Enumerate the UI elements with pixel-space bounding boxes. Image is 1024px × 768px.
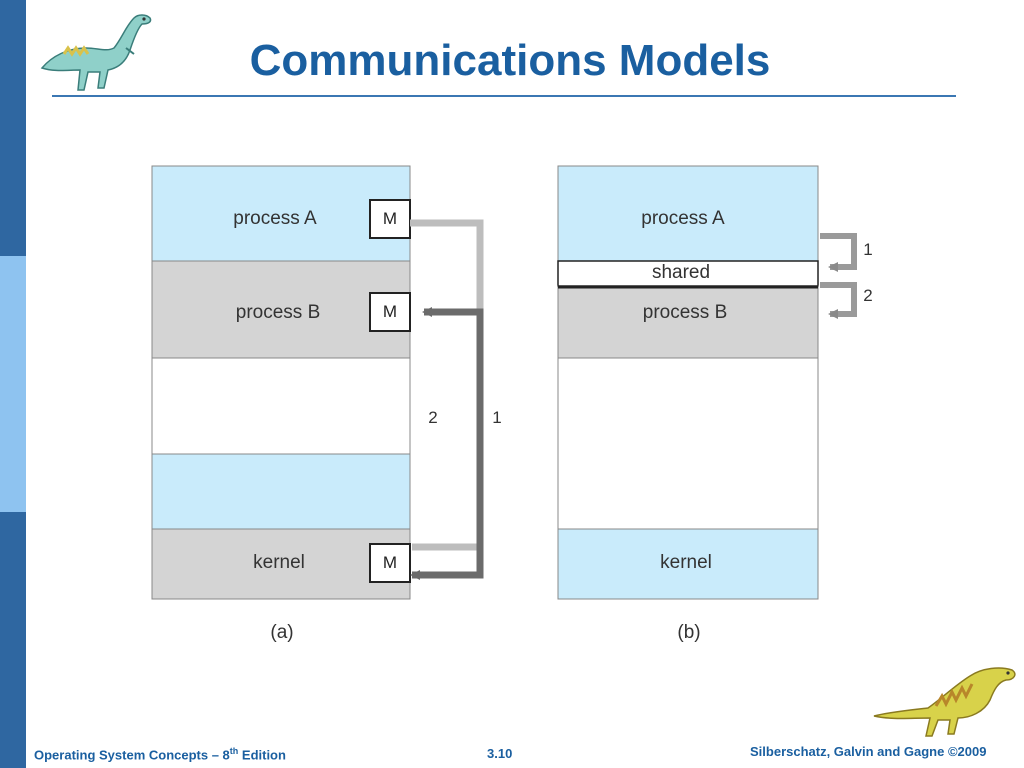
footer-authors: Silberschatz, Galvin and Gagne ©2009 bbox=[750, 744, 987, 759]
a-arrow-2-label: 2 bbox=[428, 408, 438, 427]
a-kernel-label: kernel bbox=[253, 552, 305, 573]
footer-edition-word: Edition bbox=[238, 747, 286, 763]
b-kernel-label: kernel bbox=[660, 552, 712, 573]
b-shared-label: shared bbox=[651, 262, 711, 283]
a-light-blue-region bbox=[151, 453, 411, 530]
a-message-label-kernel: M bbox=[382, 553, 398, 572]
a-caption: (a) bbox=[270, 622, 294, 643]
b-process-a-label: process A bbox=[641, 208, 725, 229]
b-process-b-label: process B bbox=[642, 302, 728, 323]
b-arrow-2-label: 2 bbox=[863, 286, 873, 305]
sidebar-band-bottom bbox=[0, 512, 26, 768]
a-blank-region bbox=[151, 357, 411, 455]
footer-edition-sup: th bbox=[229, 746, 239, 756]
a-arrow-2 bbox=[412, 307, 484, 579]
diagram-graphics bbox=[151, 165, 857, 600]
a-process-a-label: process A bbox=[233, 208, 317, 229]
a-process-b-label: process B bbox=[235, 302, 321, 323]
a-arrow-1 bbox=[410, 219, 484, 551]
footer-book-title: Operating System Concepts – 8th Edition bbox=[34, 746, 286, 762]
a-message-box-kernel bbox=[369, 543, 411, 583]
title-underline bbox=[52, 95, 956, 97]
b-caption: (b) bbox=[677, 622, 701, 643]
b-kernel-region bbox=[557, 528, 819, 600]
a-process-b-region bbox=[151, 260, 411, 359]
footer-book-title-text: Operating System Concepts – 8 bbox=[34, 747, 230, 763]
a-message-box-process-a bbox=[369, 199, 411, 239]
a-message-box-process-b bbox=[369, 292, 411, 332]
dinosaur-corner-icon bbox=[873, 667, 1016, 737]
communications-diagram: process A M process B M kernel M 2 1 (a)… bbox=[140, 150, 900, 650]
b-shared-region bbox=[557, 260, 819, 287]
b-blank-region bbox=[557, 357, 819, 530]
a-message-label-process-b: M bbox=[382, 302, 398, 321]
slide-sidebar bbox=[0, 0, 26, 768]
sidebar-band-middle bbox=[0, 256, 26, 512]
a-process-a-region bbox=[151, 165, 411, 262]
slide-title: Communications Models bbox=[249, 36, 771, 85]
a-kernel-region bbox=[151, 528, 411, 600]
dinosaur-logo-icon bbox=[40, 14, 152, 91]
a-arrow-1-label: 1 bbox=[492, 408, 502, 427]
b-process-a-region bbox=[557, 165, 819, 262]
sidebar-band-top bbox=[0, 0, 26, 256]
b-arrow-1 bbox=[820, 233, 857, 272]
b-arrow-1-label: 1 bbox=[863, 240, 873, 259]
footer-page-number: 3.10 bbox=[487, 746, 513, 761]
a-message-label-process-a: M bbox=[382, 209, 398, 228]
b-arrow-2 bbox=[820, 282, 857, 319]
